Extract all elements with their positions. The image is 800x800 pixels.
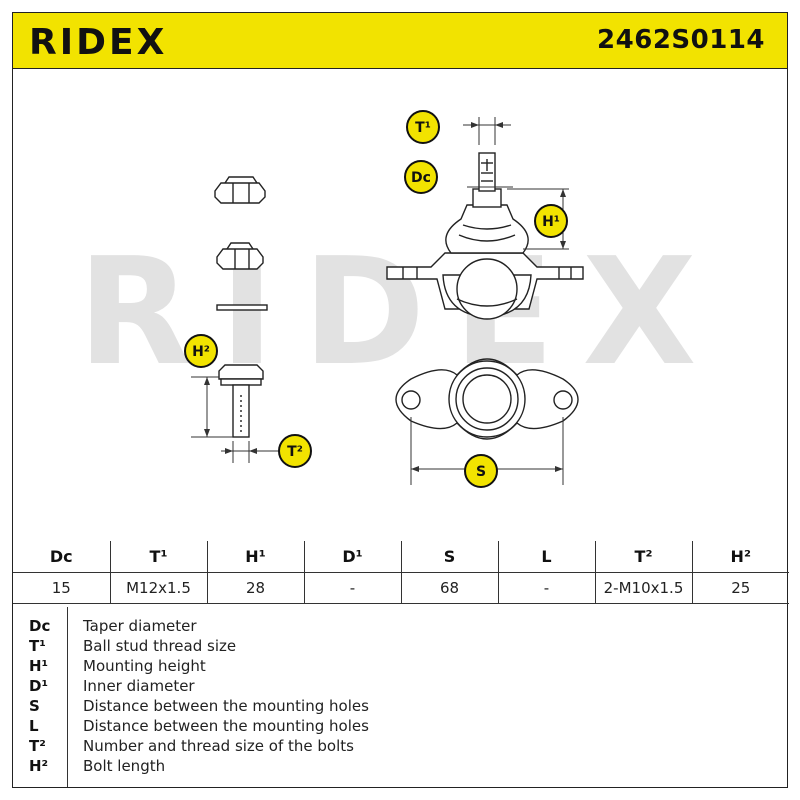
specs-value-row: 15 M12x1.5 28 - 68 - 2-M10x1.5 25 [13,571,789,604]
specs-header-row: Dc T¹ H¹ D¹ S L T² H² [13,541,789,573]
specs-header-cell: Dc [13,541,111,573]
svg-text:T¹: T¹ [415,120,431,136]
specs-value-cell: 2-M10x1.5 [594,571,693,604]
legend-item: H² Bolt length [13,757,789,777]
specs-value-cell: 25 [691,571,789,604]
legend-desc: Mounting height [83,657,206,675]
legend-key: T² [29,737,46,755]
legend-item: Dc Taper diameter [13,617,789,637]
legend-divider [67,607,69,787]
legend-item: H¹ Mounting height [13,657,789,677]
technical-drawing: RIDEX [77,110,724,488]
specs-header-cell: T² [594,541,693,573]
legend-item: D¹ Inner diameter [13,677,789,697]
brand-name: RIDEX [29,22,167,61]
legend-item: L Distance between the mounting holes [13,717,789,737]
legend-item: S Distance between the mounting holes [13,697,789,717]
ball-joint-side-view [386,152,584,320]
specs-value-cell: - [303,571,402,604]
watermark: RIDEX [77,226,724,398]
specs-header-cell: S [400,541,499,573]
specs-value-cell: 15 [13,571,111,604]
specs-header-cell: H² [691,541,789,573]
legend-desc: Number and thread size of the bolts [83,737,354,755]
label-h1: H¹ [534,204,568,238]
legend: Dc Taper diameter T¹ Ball stud thread si… [13,607,789,787]
legend-desc: Distance between the mounting holes [83,717,369,735]
legend-key: S [29,697,40,715]
legend-key: T¹ [29,637,46,655]
label-s: S [464,454,498,488]
specs-value-cell: - [497,571,596,604]
nut-lower [216,242,264,270]
svg-text:T²: T² [287,444,303,460]
nut-upper [214,176,266,204]
legend-desc: Distance between the mounting holes [83,697,369,715]
legend-key: D¹ [29,677,49,695]
ridex-logo: RIDEX [29,22,167,61]
specs-header-cell: H¹ [206,541,305,573]
legend-desc: Inner diameter [83,677,195,695]
header-bar: RIDEX 2462S0114 [13,13,787,69]
svg-text:H¹: H¹ [542,214,560,230]
svg-text:Dc: Dc [411,170,431,186]
bolt [218,364,264,438]
label-h2: H² [184,334,218,368]
legend-item: T² Number and thread size of the bolts [13,737,789,757]
specs-value-cell: 28 [206,571,305,604]
legend-desc: Bolt length [83,757,166,775]
svg-text:H²: H² [192,344,210,360]
part-number: 2462S0114 [597,25,765,55]
specs-header-cell: T¹ [109,541,208,573]
specs-header-cell: D¹ [303,541,402,573]
legend-key: H² [29,757,49,775]
specs-header-cell: L [497,541,596,573]
specs-value-cell: M12x1.5 [109,571,208,604]
specs-value-cell: 68 [400,571,499,604]
legend-item: T¹ Ball stud thread size [13,637,789,657]
legend-key: L [29,717,39,735]
legend-desc: Taper diameter [83,617,197,635]
washer [216,304,268,311]
legend-desc: Ball stud thread size [83,637,237,655]
spec-sheet: RIDEX [12,12,789,788]
label-t1: T¹ [406,110,440,144]
label-t2: T² [278,434,312,468]
ball-joint-top-view [395,358,579,440]
specs-table: Dc T¹ H¹ D¹ S L T² H² 15 M12x1.5 28 - 68… [13,541,789,604]
legend-key: Dc [29,617,51,635]
label-dc: Dc [404,160,438,194]
legend-key: H¹ [29,657,49,675]
svg-text:S: S [476,464,486,480]
